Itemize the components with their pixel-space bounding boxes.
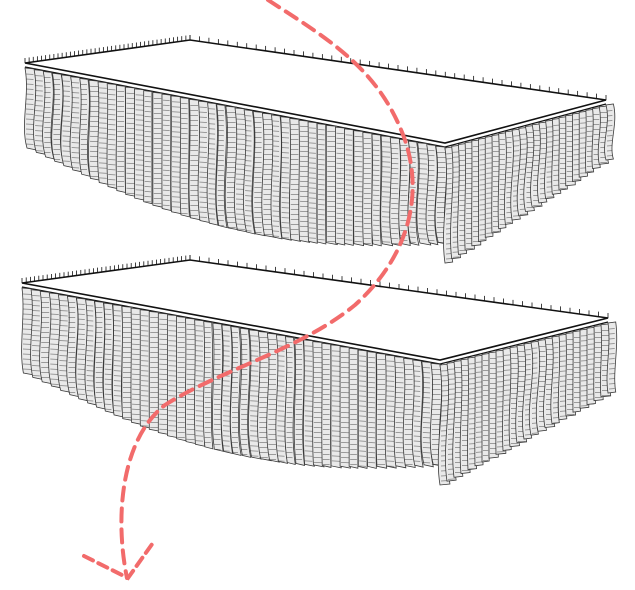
- fin: [353, 130, 365, 247]
- fin: [411, 359, 424, 468]
- fin: [78, 77, 91, 177]
- fin: [230, 326, 242, 457]
- fin: [102, 302, 115, 414]
- fin: [106, 83, 118, 190]
- slab-upper: [24, 35, 616, 264]
- fin: [357, 349, 368, 469]
- slab-lower: [21, 255, 618, 486]
- fin: [481, 353, 490, 463]
- fin: [321, 342, 332, 468]
- dashed-flow-arrow: [119, 0, 415, 580]
- edge-ticks: [21, 255, 609, 318]
- fin: [375, 352, 388, 469]
- fin: [335, 126, 346, 246]
- fin-array: [21, 287, 618, 486]
- fin: [130, 307, 142, 425]
- fin: [293, 337, 305, 466]
- fin: [134, 88, 146, 201]
- fin: [362, 131, 373, 247]
- fin: [366, 351, 377, 469]
- fin: [270, 114, 283, 240]
- fin: [139, 309, 150, 429]
- fin: [284, 336, 296, 466]
- fin: [152, 91, 163, 208]
- fin: [316, 123, 327, 245]
- fin: [176, 316, 187, 442]
- fin: [203, 321, 214, 450]
- fin: [161, 93, 172, 212]
- fin: [179, 97, 190, 218]
- fin: [215, 104, 228, 229]
- fin-array: [24, 67, 616, 264]
- fin: [220, 324, 233, 454]
- fin: [143, 90, 153, 205]
- fin: [344, 128, 354, 246]
- fin: [606, 321, 618, 394]
- fin: [307, 121, 318, 244]
- fin: [371, 133, 382, 247]
- edge-ticks: [24, 35, 607, 100]
- fin: [348, 347, 359, 469]
- arrow-head-icon: [82, 538, 157, 581]
